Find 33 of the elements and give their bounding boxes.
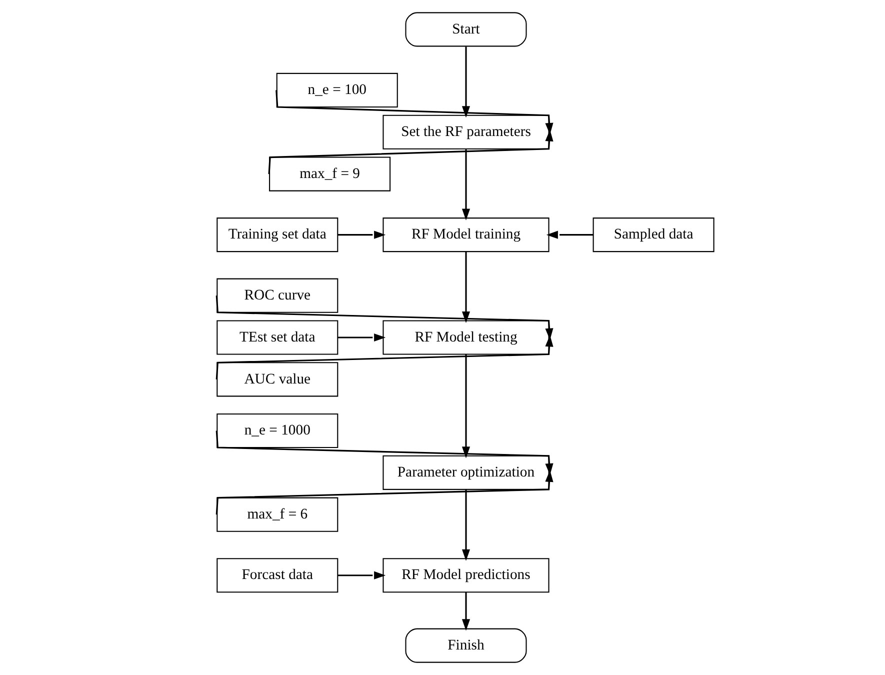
node-box: max_f = 6 — [216, 497, 338, 532]
arrow — [462, 252, 470, 324]
arrow — [546, 230, 594, 239]
node-box: RF Model predictions — [382, 558, 550, 593]
node-box: n_e = 100 — [276, 72, 398, 108]
arrow — [276, 90, 554, 134]
arrow — [338, 230, 386, 239]
node-box: TEst set data — [216, 320, 338, 355]
arrow — [338, 571, 386, 580]
node-box: Set the RF parameters — [382, 114, 550, 150]
node-box: Training set data — [216, 218, 338, 252]
node-box: AUC value — [216, 362, 338, 397]
node-box: RF Model training — [382, 218, 550, 252]
arrow — [462, 592, 470, 631]
arrow — [462, 490, 470, 561]
node-box: n_e = 1000 — [216, 413, 338, 448]
node-box: RF Model testing — [382, 320, 550, 355]
node-box: Forcast data — [216, 558, 338, 593]
arrow — [462, 149, 470, 220]
node-box: max_f = 9 — [269, 156, 391, 192]
arrow — [216, 335, 554, 380]
node-box: Finish — [405, 628, 527, 663]
node-box: Start — [405, 12, 527, 47]
node-box: Parameter optimization — [382, 455, 550, 490]
node-box: Sampled data — [592, 218, 714, 252]
arrow — [462, 46, 470, 118]
arrow — [216, 430, 554, 476]
arrow — [462, 354, 470, 458]
node-box: ROC curve — [216, 278, 338, 313]
arrow — [216, 296, 554, 340]
arrow — [216, 470, 554, 515]
arrow — [268, 130, 554, 174]
arrow — [338, 333, 386, 342]
